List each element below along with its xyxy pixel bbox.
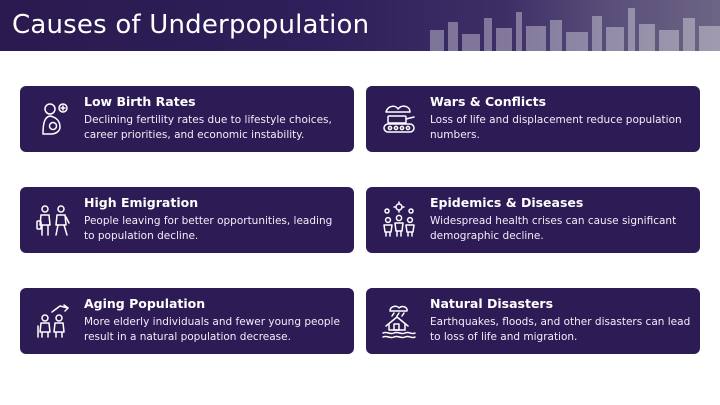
card-description: More elderly individuals and fewer young… <box>84 316 340 343</box>
card-title: Epidemics & Diseases <box>430 195 584 210</box>
card-title: Low Birth Rates <box>84 94 196 109</box>
virus-people-icon <box>380 201 418 239</box>
card-description: People leaving for better opportunities,… <box>84 215 333 242</box>
card-title: Wars & Conflicts <box>430 94 547 109</box>
cause-card-wars-conflicts: Wars & Conflicts Loss of life and displa… <box>366 86 700 152</box>
slide-header: Causes of Underpopulation <box>0 0 720 51</box>
cause-card-high-emigration: High Emigration People leaving for bette… <box>20 187 354 253</box>
emigrating-people-icon <box>34 201 72 239</box>
cause-card-low-birth-rates: Low Birth Rates Declining fertility rate… <box>20 86 354 152</box>
card-description: Widespread health crises can cause signi… <box>430 215 677 242</box>
card-description: Loss of life and displacement reduce pop… <box>430 114 682 141</box>
card-title: High Emigration <box>84 195 199 210</box>
cause-card-aging-population: Aging Population More elderly individual… <box>20 288 354 354</box>
page-title: Causes of Underpopulation <box>12 10 370 40</box>
card-title: Natural Disasters <box>430 296 554 311</box>
pregnant-woman-icon <box>34 100 72 138</box>
card-description: Earthquakes, floods, and other disasters… <box>430 316 691 343</box>
card-description: Declining fertility rates due to lifesty… <box>84 114 332 141</box>
cause-card-epidemics-diseases: Epidemics & Diseases Widespread health c… <box>366 187 700 253</box>
tank-icon <box>380 100 418 138</box>
elderly-couple-icon <box>34 302 72 340</box>
card-title: Aging Population <box>84 296 206 311</box>
flood-house-icon <box>380 302 418 340</box>
city-skyline-background <box>430 8 720 51</box>
cause-card-natural-disasters: Natural Disasters Earthquakes, floods, a… <box>366 288 700 354</box>
